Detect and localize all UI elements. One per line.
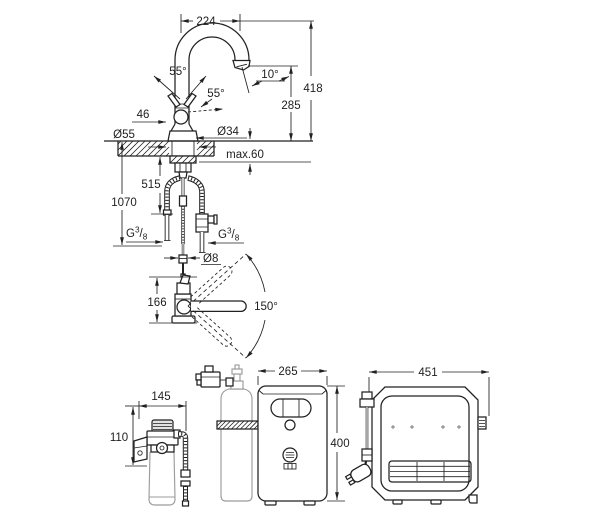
faucet-spout-outline bbox=[174, 22, 250, 62]
check-valve bbox=[195, 213, 209, 233]
countertop-section bbox=[104, 140, 313, 157]
cooler-outlet bbox=[284, 419, 296, 431]
bottle-strap bbox=[216, 420, 259, 430]
dim-side-width: 451 bbox=[418, 367, 437, 379]
hose-left bbox=[162, 175, 181, 241]
dim-hose-length: 515 bbox=[141, 179, 160, 191]
side-housing bbox=[371, 386, 479, 501]
dim-spout-reach: 224 bbox=[196, 16, 216, 28]
cooler-logo bbox=[282, 447, 298, 470]
countertop-hatch bbox=[117, 140, 215, 157]
dim-swivel-range: 150° bbox=[254, 301, 278, 313]
dim-lever-swivel-angle: 55° bbox=[169, 66, 186, 78]
dim-filter-bracket-height: 110 bbox=[110, 432, 128, 444]
dim-top-view-height: 166 bbox=[147, 297, 166, 309]
faucet-lever-right bbox=[183, 92, 197, 108]
dim-handle-offset: 46 bbox=[137, 109, 150, 121]
power-plug bbox=[344, 463, 372, 486]
cooler-handle-recess bbox=[270, 398, 312, 418]
faucet-front-view: 10° 55° 55° 224 418 285 46 Ø55 Ø34 bbox=[104, 14, 323, 175]
dim-height-outlet: 285 bbox=[281, 100, 300, 112]
dim-hose-diameter: Ø8 bbox=[203, 253, 218, 265]
filter-cap bbox=[151, 419, 174, 433]
dim-thread-left: G3/8 bbox=[126, 226, 148, 242]
spray-axis-line bbox=[241, 66, 250, 94]
dim-height-total: 418 bbox=[303, 83, 322, 95]
under-counter-hoses: 515 1070 G3/8 G3/8 Ø8 bbox=[111, 142, 244, 278]
dim-thread-right: G3/8 bbox=[218, 227, 240, 243]
faucet-spout-inner bbox=[188, 36, 236, 62]
hose-middle bbox=[178, 178, 188, 278]
dim-overall-length: 1070 bbox=[111, 197, 137, 209]
vent-grille bbox=[388, 460, 472, 483]
filter-cartridge bbox=[148, 451, 176, 506]
dim-filter-width: 145 bbox=[151, 391, 170, 403]
top-view-swivel: 150° 166 bbox=[147, 253, 278, 359]
filter-hose bbox=[173, 429, 191, 507]
dim-cooler-width: 265 bbox=[278, 366, 297, 378]
faucet-handle-knob bbox=[173, 109, 189, 125]
cooler-unit: 265 400 bbox=[195, 364, 350, 506]
screw-marks bbox=[391, 425, 461, 429]
top-view-spout bbox=[191, 300, 247, 313]
dim-base-diameter: Ø55 bbox=[113, 129, 135, 141]
side-connector bbox=[477, 416, 487, 430]
co2-regulator bbox=[195, 365, 234, 388]
mounting-nut bbox=[174, 162, 192, 173]
cooler-side-view: 451 bbox=[344, 367, 490, 505]
faucet-lever-left bbox=[167, 92, 181, 108]
dim-aerator-angle: 10° bbox=[261, 69, 278, 81]
faucet-escutcheon bbox=[167, 130, 199, 142]
filter-wall-bracket bbox=[133, 436, 148, 463]
top-view-base bbox=[171, 315, 196, 324]
filter-dial bbox=[155, 441, 169, 455]
hose-manifold bbox=[178, 171, 188, 179]
power-cord bbox=[344, 391, 375, 486]
dim-lever-lift-angle: 55° bbox=[207, 88, 224, 100]
filter-unit: 145 110 bbox=[110, 391, 191, 507]
dim-body-diameter: Ø34 bbox=[217, 126, 239, 138]
dim-cooler-height: 400 bbox=[330, 438, 349, 450]
top-view-spout-swiveled-up bbox=[190, 265, 233, 305]
dim-max-counter-thickness: max.60 bbox=[226, 149, 264, 161]
top-view-spout-swiveled-down bbox=[190, 307, 233, 347]
hose-right bbox=[187, 175, 218, 253]
